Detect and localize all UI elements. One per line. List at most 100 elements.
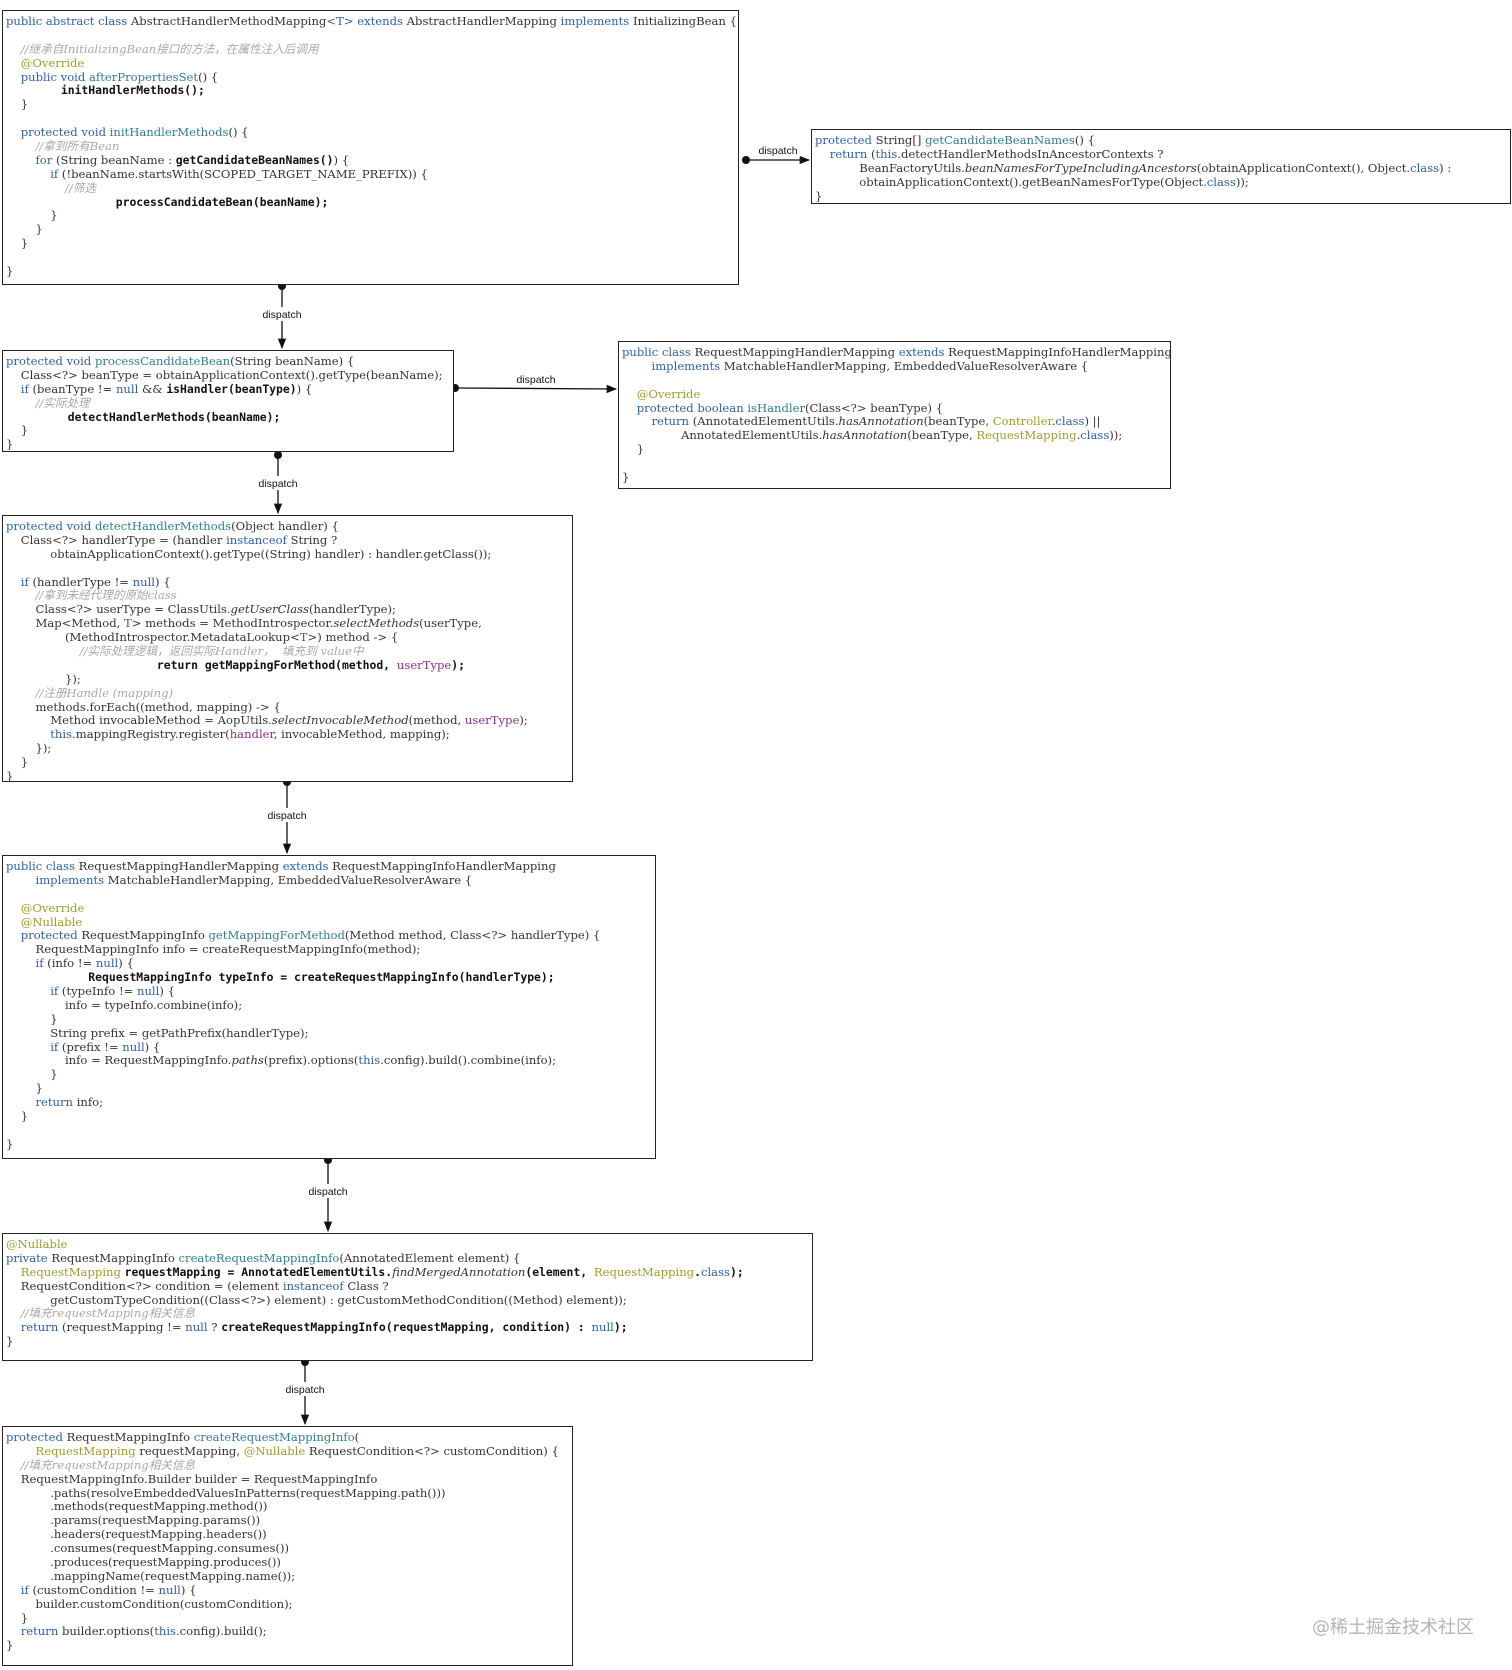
code-token: } (6, 1081, 43, 1096)
code-box-create-request-mapping-info-builder[interactable]: protected RequestMappingInfo createReque… (2, 1426, 573, 1666)
code-token: hasAnnotation (822, 428, 908, 443)
code-line: protected void processCandidateBean(Stri… (6, 354, 453, 369)
code-line: //注册Handle (mapping) (6, 685, 572, 701)
code-line (6, 888, 655, 902)
code-line: return getMappingForMethod(method, userT… (6, 657, 572, 673)
code-token: } (6, 1610, 29, 1625)
code-token: //拿到未经代理的原始class (6, 588, 177, 603)
code-token: null (185, 1320, 212, 1335)
edge-detect-handler-methods-to-get-mapping-for-method: dispatch (265, 778, 309, 855)
code-token: @Nullable (6, 914, 83, 929)
code-token: String prefix = getPathPrefix(handlerTyp… (6, 1025, 309, 1040)
code-line: RequestMappingInfo.Builder builder = Req… (6, 1471, 572, 1487)
code-line: return (AnnotatedElementUtils.hasAnnotat… (622, 415, 1170, 429)
code-line: RequestMapping requestMapping, @Nullable… (6, 1443, 572, 1459)
code-token: ) { (180, 1582, 197, 1597)
code-line: return builder.options(this.config).buil… (6, 1625, 572, 1639)
code-token: ); (729, 1264, 744, 1279)
code-line: protected RequestMappingInfo createReque… (6, 1430, 572, 1445)
code-token: Controller (992, 414, 1052, 429)
code-token: .methods(requestMapping.method()) (6, 1499, 268, 1514)
code-token: } (622, 470, 630, 485)
code-token: (String beanName : (55, 152, 176, 167)
code-token: builder.options( (61, 1624, 155, 1639)
code-token: } (6, 208, 58, 223)
code-token: userType (464, 713, 520, 728)
code-line: obtainApplicationContext().getType((Stri… (6, 547, 572, 562)
edge-label: dispatch (267, 810, 306, 822)
code-token: implements (6, 872, 108, 887)
code-line (622, 374, 1170, 388)
code-box-process-candidate-bean[interactable]: protected void processCandidateBean(Stri… (2, 350, 454, 452)
code-line: return (this.detectHandlerMethodsInAnces… (815, 146, 1510, 162)
code-token: null (158, 1582, 181, 1597)
code-line: RequestCondition<?> condition = (element… (6, 1279, 812, 1294)
code-line: obtainApplicationContext().getBeanNamesF… (815, 175, 1510, 190)
edge-create-request-mapping-info-element-to-create-request-mapping-info-builder: dispatch (283, 1358, 327, 1426)
code-token: (beanType, (907, 428, 977, 443)
code-token: (element, (525, 1264, 594, 1279)
code-line: protected RequestMappingInfo getMappingF… (6, 929, 655, 943)
code-line (622, 457, 1170, 471)
code-box-get-mapping-for-method[interactable]: public class RequestMappingHandlerMappin… (2, 855, 656, 1159)
edge-label: dispatch (262, 309, 301, 321)
code-box-abstract-handler-method-mapping[interactable]: public abstract class AbstractHandlerMet… (2, 10, 739, 285)
code-token: return (815, 146, 871, 161)
code-line: public class RequestMappingHandlerMappin… (622, 345, 1171, 360)
code-token: ( (354, 1430, 360, 1444)
code-line: .params(requestMapping.params()) (6, 1513, 572, 1528)
code-token: ) : (1439, 160, 1452, 175)
code-token: RequestMapping (593, 1264, 695, 1279)
code-token: RequestMapping (6, 1443, 140, 1458)
code-token: @Nullable (6, 1237, 68, 1251)
code-line: } (6, 1334, 812, 1349)
code-token: } (6, 1638, 14, 1653)
code-token: (beanType, (923, 414, 993, 429)
code-token: requestMapping = AnnotatedElementUtils. (124, 1264, 393, 1279)
code-token: class (1055, 414, 1085, 429)
code-token: (Class<?> beanType) { (805, 400, 944, 415)
code-line: } (6, 1011, 655, 1027)
code-token: extends (282, 859, 333, 873)
code-token: getUserClass (230, 602, 310, 617)
code-box-is-handler[interactable]: public class RequestMappingHandlerMappin… (618, 341, 1171, 489)
edge-start-dot (742, 156, 750, 164)
code-box-detect-handler-methods[interactable]: protected void detectHandlerMethods(Obje… (2, 515, 573, 782)
code-token: public void (6, 69, 89, 84)
code-token: userType (396, 657, 452, 672)
code-token: this (358, 1053, 381, 1068)
code-token: RequestMappingInfoHandlerMapping (948, 345, 1171, 359)
code-token: if (6, 1039, 62, 1054)
code-token: initHandlerMethods (109, 125, 229, 140)
code-token: } (6, 236, 29, 251)
code-line: if (typeInfo != null) { (6, 984, 655, 999)
code-token: //注册Handle (mapping) (6, 685, 174, 700)
code-line: } (6, 424, 453, 438)
code-line: for (String beanName : getCandidateBeanN… (6, 152, 738, 168)
code-token: ) { (144, 1039, 161, 1054)
code-token: () { (1074, 133, 1095, 147)
code-token: } (6, 1011, 58, 1026)
code-token: Class<?> userType = ClassUtils. (6, 602, 231, 617)
edge-abstract-handler-method-mapping-to-process-candidate-bean: dispatch (260, 282, 304, 350)
edge-label-bg (283, 1382, 327, 1396)
code-token: RequestMappingInfo.Builder builder = Req… (6, 1471, 378, 1486)
code-line: String prefix = getPathPrefix(handlerTyp… (6, 1025, 655, 1041)
code-token: //实际处理逻辑，返回实际Handler， 填充到 value中 (6, 644, 364, 659)
code-line: }); (6, 672, 572, 687)
code-line: } (6, 1081, 655, 1096)
code-line: protected boolean isHandler(Class<?> bea… (622, 400, 1170, 416)
code-token: //筛选 (6, 180, 96, 195)
code-token: .params(requestMapping.params()) (6, 1513, 261, 1528)
code-box-get-candidate-bean-names[interactable]: protected String[] getCandidateBeanNames… (811, 129, 1511, 204)
code-line: public abstract class AbstractHandlerMet… (6, 14, 738, 29)
code-line: } (6, 1067, 655, 1082)
code-token: Class<?> beanType = obtainApplicationCon… (6, 367, 443, 382)
code-token: >) method -> { (307, 630, 399, 645)
code-token: .paths(resolveEmbeddedValuesInPatterns(r… (6, 1485, 446, 1500)
code-token: ) || (1084, 414, 1101, 429)
code-line: //拿到所有Bean (6, 139, 738, 154)
code-token: return (6, 1095, 77, 1110)
